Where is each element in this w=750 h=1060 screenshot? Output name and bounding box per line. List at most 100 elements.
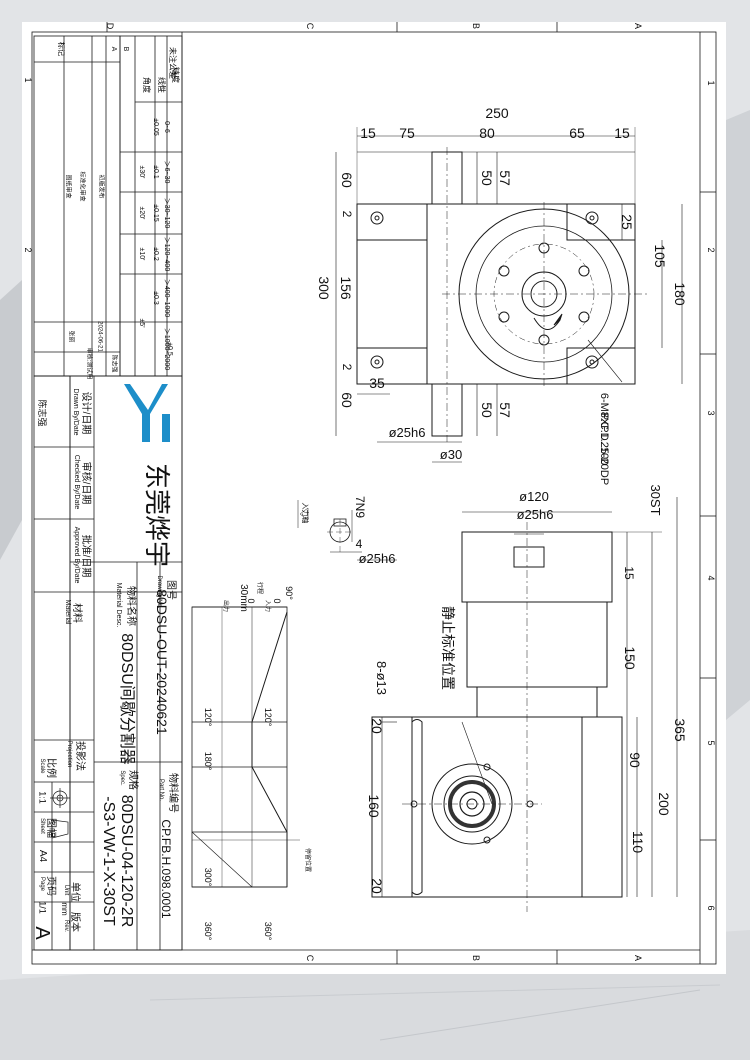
rev-name-3: 审核:测试用 xyxy=(85,347,92,380)
border-mark-left-1: D xyxy=(105,22,115,30)
dim-30st: 30ST xyxy=(648,484,663,516)
material-desc: 80DSU间歇分割器 xyxy=(118,633,135,765)
motion-label-b: 入力 xyxy=(264,599,270,612)
spec-line-2: -S3-VW-1-X-30ST xyxy=(100,796,117,926)
dim-side-150: 150 xyxy=(622,646,638,670)
dim-side-365: 365 xyxy=(672,718,688,742)
rev-name-1: 张丽 xyxy=(67,330,74,343)
border-mark-right-5: 5 xyxy=(706,740,716,746)
motion-angle-90: 90° xyxy=(284,586,294,600)
company-name: 东莞烨宇 xyxy=(141,462,171,567)
part-no: CP.FB.H.098.0001 xyxy=(159,819,173,919)
dim-side-20-bot: 20 xyxy=(369,878,385,894)
border-mark-right-2: 2 xyxy=(706,247,716,253)
side-view xyxy=(371,497,678,912)
motion-angle-180: 180° xyxy=(203,751,213,771)
border-ticks xyxy=(106,22,716,964)
border-mark-bottom-2: B xyxy=(471,954,481,961)
dim-shaft-25h6: ø25h6 xyxy=(388,425,426,440)
key-7n9: 7N9 xyxy=(353,495,367,518)
rev-date: 2024-06-21 xyxy=(96,321,103,352)
motion-angle-360b: 360° xyxy=(263,921,273,941)
border-mark-bottom-3: A xyxy=(633,954,643,961)
tol-head-2: ＞6~30 xyxy=(163,160,170,184)
dim-35: 35 xyxy=(369,375,385,391)
dim-15-left: 15 xyxy=(360,125,376,141)
motion-angle-120b: 120° xyxy=(263,707,273,727)
border-mark-left-2: 1 xyxy=(23,77,33,83)
key-label: 入力轴 xyxy=(301,502,308,524)
dim-80: 80 xyxy=(479,125,495,141)
scale-label-en: Scale xyxy=(39,758,45,774)
material-desc-label-en: Material Desc. xyxy=(115,582,122,628)
rev-change-text: 初版发布 xyxy=(97,174,104,199)
drawn-label-en: Drawn By/Date xyxy=(72,388,79,436)
dim-phi25h6: ø25h6 xyxy=(516,507,554,522)
motion-label-c: 停留位置 xyxy=(304,847,310,872)
dim-65: 65 xyxy=(569,125,585,141)
rev-name-2: 陈志强 xyxy=(110,354,117,373)
drawn-label-cn: 设计/日期 xyxy=(80,391,91,435)
key-phi25h6: ø25h6 xyxy=(358,551,396,566)
dim-75: 75 xyxy=(399,125,415,141)
projection-symbol xyxy=(50,788,70,839)
border-mark-top-2: B xyxy=(471,22,481,29)
motion-diagram xyxy=(191,606,300,888)
tol-linear-1: ±0.05 xyxy=(152,118,159,136)
key-4: 4 xyxy=(355,537,363,551)
dim-105: 105 xyxy=(652,244,668,268)
dim-2-top: 2 xyxy=(340,210,354,218)
outer-frame xyxy=(31,31,717,965)
dim-57-top: 57 xyxy=(497,170,513,186)
dim-side-110: 110 xyxy=(630,830,646,854)
tol-linear-3: ±0.15 xyxy=(152,204,159,222)
tol-linear-5: ±0.3 xyxy=(152,291,159,305)
border-mark-right-1: 1 xyxy=(706,80,716,86)
rev-col-b: B xyxy=(122,46,129,52)
rev-col-a: A xyxy=(110,46,117,52)
company-logo xyxy=(124,377,174,445)
dim-side-200: 200 xyxy=(656,792,672,816)
motion-angle-0b: 0 xyxy=(272,598,282,604)
dim-15-right: 15 xyxy=(614,125,630,141)
border-mark-right-4: 4 xyxy=(706,575,716,581)
spec-line-1: 80DSU-04-120-2R xyxy=(118,794,135,928)
dim-side-20-top: 20 xyxy=(369,718,385,734)
tol-angle-4: ±5' xyxy=(138,318,145,328)
stop-position-label: 静止标准位置 xyxy=(440,606,456,690)
dim-60-bot: 60 xyxy=(339,392,355,408)
dim-57-bot: 57 xyxy=(497,402,513,418)
tol-angle-label: 角度 xyxy=(142,77,151,93)
tol-head-precision: 精度 xyxy=(171,67,180,83)
dim-25: 25 xyxy=(619,214,635,230)
border-mark-top-1: C xyxy=(305,22,315,30)
motion-label-d: 行程 xyxy=(256,581,262,594)
tol-angle-1: ±30' xyxy=(138,165,145,179)
tol-linear-2: ±0.1 xyxy=(152,165,159,179)
drawing-no: 80DSU-OUT-20240621 xyxy=(154,589,170,735)
dim-300: 300 xyxy=(316,276,332,300)
dim-side-90: 90 xyxy=(627,752,643,768)
projection-label-cn: 投影法 xyxy=(74,741,85,771)
motion-angle-120a: 120° xyxy=(203,707,213,727)
border-mark-top-3: A xyxy=(633,22,643,29)
dim-side-160: 160 xyxy=(366,794,382,818)
rev-row-label-1: 标记 xyxy=(57,42,64,56)
checked-label-en: Checked By/Date xyxy=(73,454,80,510)
rev-label-en: Rev. xyxy=(63,920,69,932)
rev-value: A xyxy=(31,926,53,940)
dim-180: 180 xyxy=(672,282,688,306)
tol-head-1: 0~6 xyxy=(163,121,170,133)
tol-angle-3: ±10' xyxy=(138,247,145,261)
dim-side-15: 15 xyxy=(622,566,636,580)
motion-label-a: 出力 xyxy=(222,599,228,612)
material-label-en: Material xyxy=(64,599,71,625)
key-detail xyxy=(297,500,397,561)
tol-linear-6: ±0.5 xyxy=(166,342,173,356)
border-mark-left-3: 2 xyxy=(23,247,33,253)
rev-extra-1: 标准化审查 xyxy=(78,171,85,202)
dim-50-top: 50 xyxy=(479,170,495,186)
approved-label-en: Approved By/Date xyxy=(73,526,80,584)
title-block-lines xyxy=(33,375,183,951)
mount-holes: 8-ø13 xyxy=(374,661,389,695)
